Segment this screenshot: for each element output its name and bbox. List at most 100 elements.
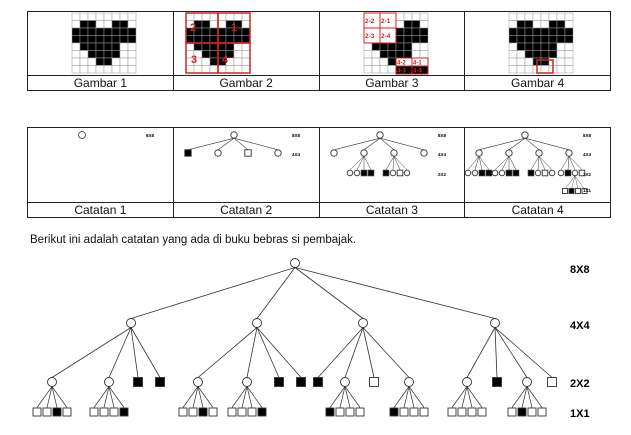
grid-pixel <box>95 65 105 74</box>
grid-pixel <box>241 50 250 59</box>
internal-node <box>505 149 513 157</box>
grid-pixel <box>79 27 89 36</box>
internal-node <box>565 149 573 157</box>
grid-pixel <box>103 57 113 66</box>
tree-edge <box>494 327 498 378</box>
black-leaf-node <box>382 169 389 177</box>
black-leaf-node <box>513 169 520 177</box>
tree-edge <box>531 156 540 170</box>
tree-edge <box>521 386 528 408</box>
grid-pixel <box>209 65 218 74</box>
level-label-4x4: 4X4 <box>570 320 590 332</box>
grid-pixel <box>533 27 542 36</box>
grid-pixel <box>119 65 129 74</box>
grid-pixel <box>209 12 218 21</box>
white-leaf-node <box>562 188 569 194</box>
grid-pixel <box>217 20 226 29</box>
gambar-1-caption: Gambar 1 <box>27 75 174 91</box>
black-leaf-node <box>184 149 192 157</box>
tree-edge <box>256 267 296 319</box>
white-leaf-node <box>32 407 42 417</box>
grid-pixel <box>79 57 89 66</box>
grid-pixel <box>509 42 518 51</box>
grid-pixel <box>79 42 89 51</box>
grid-pixel <box>127 20 137 29</box>
grid-pixel <box>87 27 97 36</box>
tree-edge <box>36 386 53 408</box>
internal-node <box>329 149 338 157</box>
grid-pixel <box>87 20 97 29</box>
catatan-1-image: 8X8 <box>78 131 155 139</box>
catatan-2-image: 8X8 4X4 <box>184 131 301 157</box>
grid-pixel <box>557 20 566 29</box>
grid-pixel <box>71 42 81 51</box>
sub-quadrant-label: 2-2 <box>365 18 375 25</box>
tree-edge <box>408 386 425 408</box>
internal-node <box>571 169 579 177</box>
highlight-outline <box>536 59 554 74</box>
tree-edge <box>393 386 410 408</box>
internal-node <box>522 377 532 387</box>
grid-pixel <box>185 65 194 74</box>
black-leaf-node <box>155 377 165 387</box>
grid-pixel <box>201 12 210 21</box>
grid-pixel <box>541 42 550 51</box>
tree-edge <box>339 386 346 408</box>
white-leaf-node <box>62 407 72 417</box>
grid-pixel <box>403 50 412 59</box>
internal-node <box>389 149 398 157</box>
grid-pixel <box>363 65 372 74</box>
tree-edge <box>108 386 125 408</box>
grid-pixel <box>525 27 534 36</box>
grid-pixel <box>509 27 518 36</box>
catatan-strip: 8X8 8X8 4X4 8X8 4X4 2X2 8X8 4X4 2X2 <box>27 127 611 218</box>
grid-pixel <box>87 57 97 66</box>
grid-pixel <box>209 20 218 29</box>
grid-pixel <box>403 12 412 21</box>
gambar-2-caption: Gambar 2 <box>172 75 320 91</box>
tree-edge <box>294 267 496 319</box>
grid-pixel <box>233 42 242 51</box>
grid-pixel <box>549 42 558 51</box>
grid-pixel <box>79 20 89 29</box>
grid-pixel <box>233 57 242 66</box>
tree-edge <box>356 156 364 170</box>
grid-pixel <box>185 35 194 44</box>
grid-pixel <box>87 35 97 44</box>
tree-edge <box>569 156 583 170</box>
grid-pixel <box>533 20 542 29</box>
grid-pixel <box>387 65 396 74</box>
grid-pixel <box>193 42 202 51</box>
grid-pixel <box>379 65 388 74</box>
tree-edge <box>197 386 214 408</box>
catatan-1-caption: Catatan 1 <box>27 202 174 218</box>
grid-pixel <box>525 35 534 44</box>
tree-edge <box>539 156 553 170</box>
black-leaf-node <box>389 407 399 417</box>
sub-quadrant-label: 2-3 <box>365 33 375 40</box>
black-leaf-node <box>492 377 502 387</box>
white-leaf-node <box>237 407 247 417</box>
sub-quadrant-label: 4-4 <box>413 69 422 75</box>
tree-edge <box>294 267 364 319</box>
grid-pixel <box>549 12 558 21</box>
level-label-2x2: 2X2 <box>438 172 447 177</box>
black-leaf-node <box>360 169 367 177</box>
grid-pixel <box>79 35 89 44</box>
black-leaf-node <box>367 169 374 177</box>
level-label-8x8: 8X8 <box>438 133 447 138</box>
grid-pixel <box>517 57 526 66</box>
tree-edge <box>233 137 278 151</box>
grid-pixel <box>517 27 526 36</box>
grid-pixel <box>363 42 372 51</box>
tree-edge <box>392 156 394 170</box>
grid-pixel <box>119 57 129 66</box>
grid-pixel <box>71 27 81 36</box>
white-leaf-node <box>42 407 52 417</box>
level-label-8x8: 8X8 <box>292 133 301 138</box>
grid-pixel <box>557 27 566 36</box>
internal-node <box>252 318 262 328</box>
tree-edge <box>379 137 394 151</box>
grid-pixel <box>411 50 420 59</box>
grid-pixel <box>565 65 574 74</box>
